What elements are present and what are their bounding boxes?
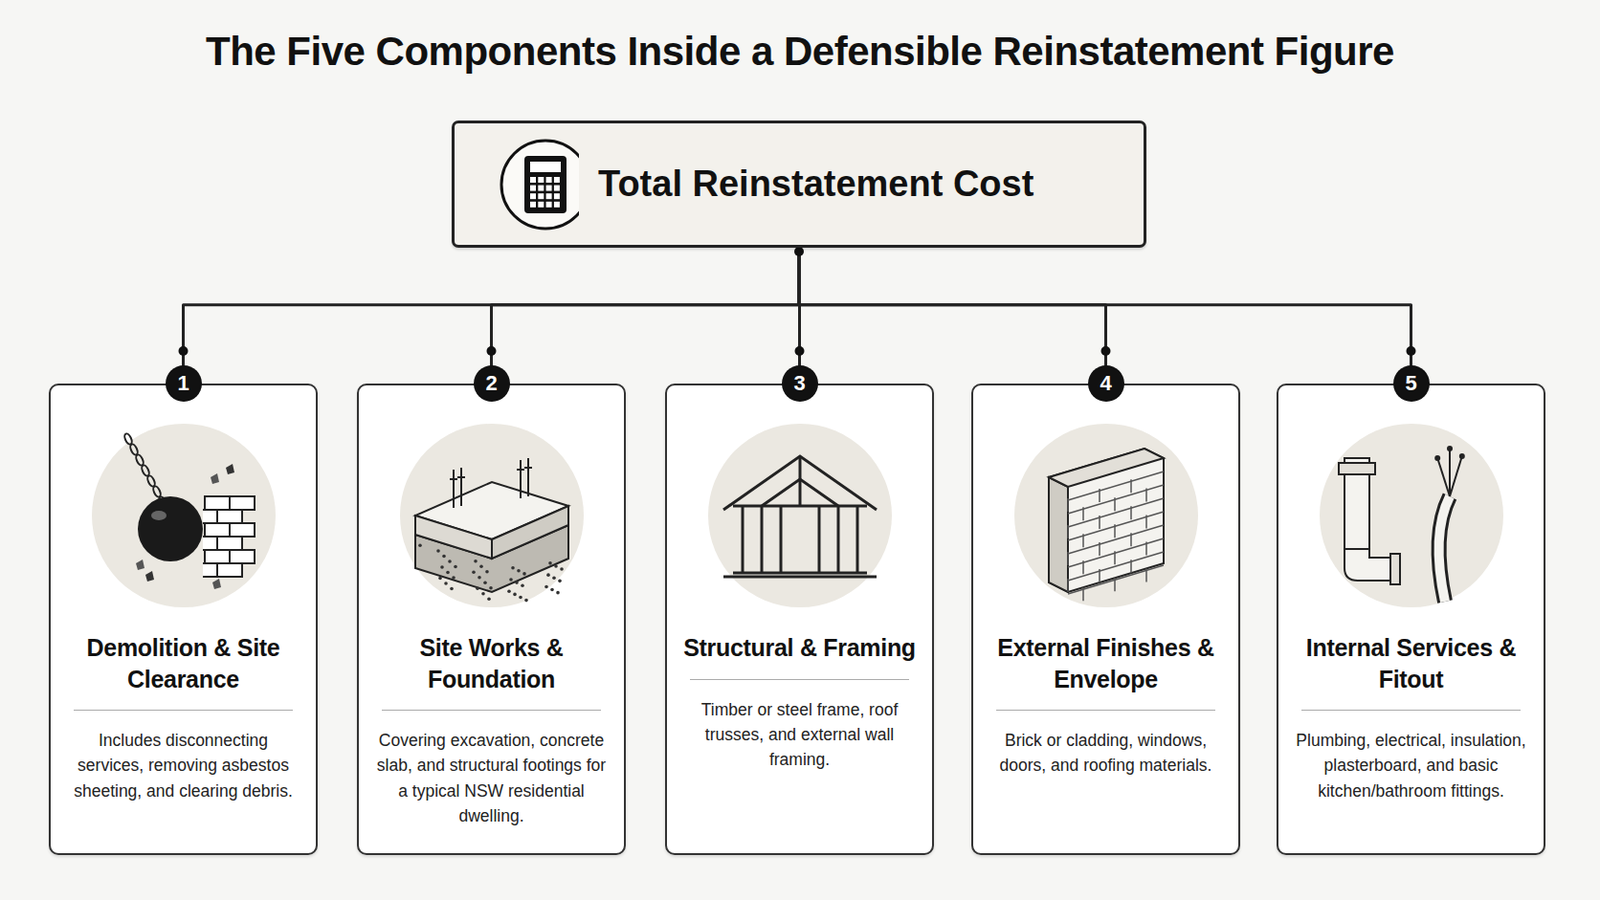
divider: [996, 710, 1216, 712]
callout-number: 4: [1088, 365, 1125, 402]
card-description: Timber or steel frame, roof trusses, and…: [680, 697, 919, 774]
card-body: External Finishes & EnvelopeBrick or cla…: [973, 385, 1239, 795]
callout-number: 3: [781, 365, 819, 402]
divider: [689, 679, 910, 681]
component-card: External Finishes & EnvelopeBrick or cla…: [971, 383, 1241, 856]
connector-dot: [1406, 346, 1417, 356]
component-card: Internal Services & FitoutPlumbing, elec…: [1276, 383, 1546, 856]
component-card: Demolition & Site ClearanceIncludes disc…: [48, 383, 318, 856]
card-description: Covering excavation, concrete slab, and …: [372, 728, 611, 829]
card-body: Demolition & Site ClearanceIncludes disc…: [50, 385, 316, 820]
component-card: Structural & FramingTimber or steel fram…: [665, 383, 934, 856]
tree-connector: [491, 247, 800, 384]
foundation-icon: [358, 385, 628, 625]
card-body: Structural & FramingTimber or steel fram…: [666, 385, 933, 788]
card-heading: Structural & Framing: [680, 632, 919, 665]
services-icon: [1278, 385, 1548, 625]
component-card: Site Works & FoundationCovering excavati…: [356, 383, 626, 856]
frame-icon: [666, 385, 936, 625]
divider: [1301, 710, 1521, 712]
divider: [73, 710, 293, 712]
card-body: Site Works & FoundationCovering excavati…: [358, 385, 624, 845]
connector-dot: [178, 346, 189, 356]
card-description: Includes disconnecting services, removin…: [64, 728, 303, 804]
callout-number: 5: [1393, 365, 1430, 402]
card-description: Brick or cladding, windows, doors, and r…: [986, 728, 1225, 779]
card-description: Plumbing, electrical, insulation, plaste…: [1291, 728, 1531, 804]
card-heading: Site Works & Foundation: [372, 632, 611, 695]
tree-connector: [799, 247, 1412, 384]
tree-connector: [799, 247, 1107, 384]
divider: [381, 710, 601, 712]
total-label: Total Reinstatement Cost: [598, 123, 1125, 245]
card-body: Internal Services & FitoutPlumbing, elec…: [1278, 385, 1544, 820]
brick-wall-icon: [973, 385, 1243, 625]
total-box: Total Reinstatement Cost: [451, 120, 1147, 248]
connector-dot: [1101, 346, 1112, 356]
calculator-icon: [454, 123, 579, 245]
wrecking-ball-icon: [50, 385, 320, 625]
connector-dot: [487, 346, 497, 356]
connector-dot: [794, 246, 804, 257]
card-heading: External Finishes & Envelope: [986, 632, 1225, 695]
callout-number: 1: [165, 365, 202, 402]
tree-connector: [183, 247, 800, 384]
connector-dot: [795, 346, 805, 356]
card-heading: Demolition & Site Clearance: [64, 632, 303, 695]
diagram-title: The Five Components Inside a Defensible …: [0, 28, 1600, 75]
callout-number: 2: [473, 365, 511, 402]
card-heading: Internal Services & Fitout: [1291, 632, 1531, 695]
